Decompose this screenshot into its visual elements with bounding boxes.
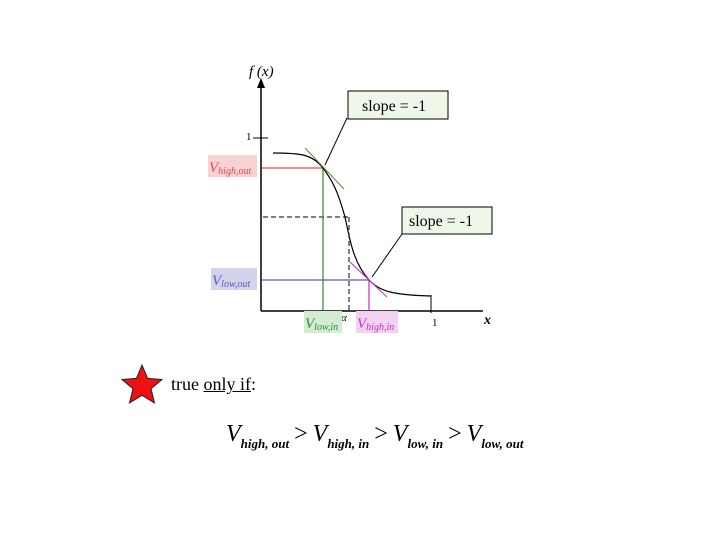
v-high-out-main: V xyxy=(209,160,220,176)
term-v-low-in-sub: low, in xyxy=(407,436,444,451)
term-v-low-in-main: V xyxy=(392,421,408,447)
v-high-out-sub: high,out xyxy=(218,166,251,177)
transfer-curve xyxy=(272,152,432,297)
alpha-label: α xyxy=(341,312,347,324)
y-tick-one-label: 1 xyxy=(246,131,252,143)
v-high-in-label: Vhigh,in xyxy=(357,316,394,333)
v-low-out-sub: low,out xyxy=(221,279,250,290)
tangent-line-upper xyxy=(304,147,345,190)
slope-box-upper xyxy=(347,90,449,120)
v-low-in-sub: low,in xyxy=(314,322,338,333)
y-axis-label: f (x) xyxy=(249,64,274,80)
v-low-out-label-bg xyxy=(211,268,257,290)
note-prefix: true xyxy=(171,374,204,394)
term-v-low-out: Vlow, out xyxy=(466,421,524,451)
term-v-high-out-main: V xyxy=(226,421,241,447)
operator-1: > xyxy=(294,421,308,447)
operator-2: > xyxy=(374,421,388,447)
v-high-out-label-bg xyxy=(208,155,257,177)
v-low-out-label: Vlow,out xyxy=(212,273,250,290)
slope-label-lower: slope = -1 xyxy=(409,213,473,230)
term-v-high-in-main: V xyxy=(312,421,328,447)
v-high-out-label: Vhigh,out xyxy=(209,160,251,177)
y-axis-arrowhead xyxy=(257,78,265,88)
term-v-high-out: Vhigh, out xyxy=(226,421,289,451)
star-icon xyxy=(120,363,164,404)
condition-note: true only if: xyxy=(171,374,256,395)
term-v-high-out-sub: high, out xyxy=(240,436,290,451)
term-v-low-in: Vlow, in xyxy=(392,421,443,451)
slope-pointer-lower xyxy=(371,233,403,278)
slope-label-upper: slope = -1 xyxy=(362,98,426,115)
term-v-high-in-sub: high, in xyxy=(327,436,370,451)
note-suffix: : xyxy=(250,374,256,394)
v-low-in-label: Vlow,in xyxy=(305,316,338,333)
term-v-low-out-main: V xyxy=(466,421,482,447)
slope-box-lower xyxy=(401,206,493,235)
v-high-in-label-bg xyxy=(356,311,398,333)
operator-3: > xyxy=(448,421,462,447)
slope-pointer-upper xyxy=(324,117,348,166)
v-low-in-label-bg xyxy=(304,311,342,333)
v-high-in-main: V xyxy=(357,316,368,332)
tangent-line-lower xyxy=(349,261,388,298)
note-only-if: only if xyxy=(203,374,251,394)
x-tick-one-label: 1 xyxy=(432,317,438,329)
v-low-in-main: V xyxy=(305,316,316,332)
term-v-low-out-sub: low, out xyxy=(481,436,524,451)
v-high-in-sub: high,in xyxy=(366,322,394,333)
term-v-high-in: Vhigh, in xyxy=(312,421,370,451)
x-axis-label: x xyxy=(483,313,491,328)
v-low-out-main: V xyxy=(212,273,223,289)
voltage-inequality: Vhigh, out>Vhigh, in>Vlow, in>Vlow, out xyxy=(226,421,523,452)
